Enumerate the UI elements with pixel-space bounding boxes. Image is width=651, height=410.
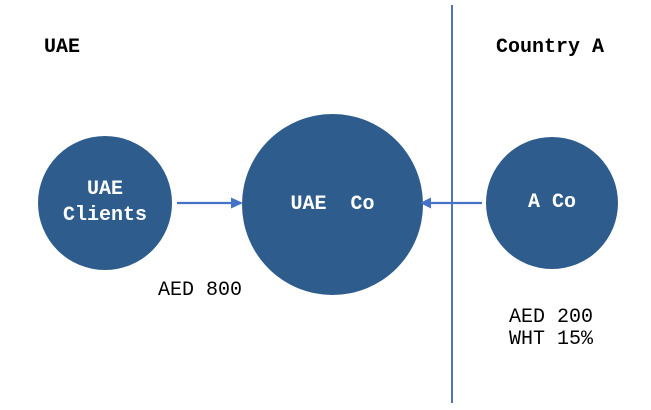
node-uae-co: UAE Co <box>242 114 423 295</box>
region-label-country-a: Country A <box>496 36 605 59</box>
label-aed-200-wht-15: AED 200 WHT 15% <box>509 306 594 351</box>
node-a-co-label: A Co <box>527 191 576 214</box>
node-uae-clients-label: UAE Clients <box>62 178 147 227</box>
arrow-aco-to-uaeco-icon <box>420 197 482 209</box>
node-uae-co-label: UAE Co <box>290 192 375 216</box>
arrow-clients-to-uaeco-icon <box>177 197 243 209</box>
label-aed-800: AED 800 <box>158 279 243 302</box>
node-uae-clients: UAE Clients <box>38 136 172 270</box>
region-label-uae: UAE <box>44 36 81 59</box>
node-a-co: A Co <box>486 137 618 269</box>
